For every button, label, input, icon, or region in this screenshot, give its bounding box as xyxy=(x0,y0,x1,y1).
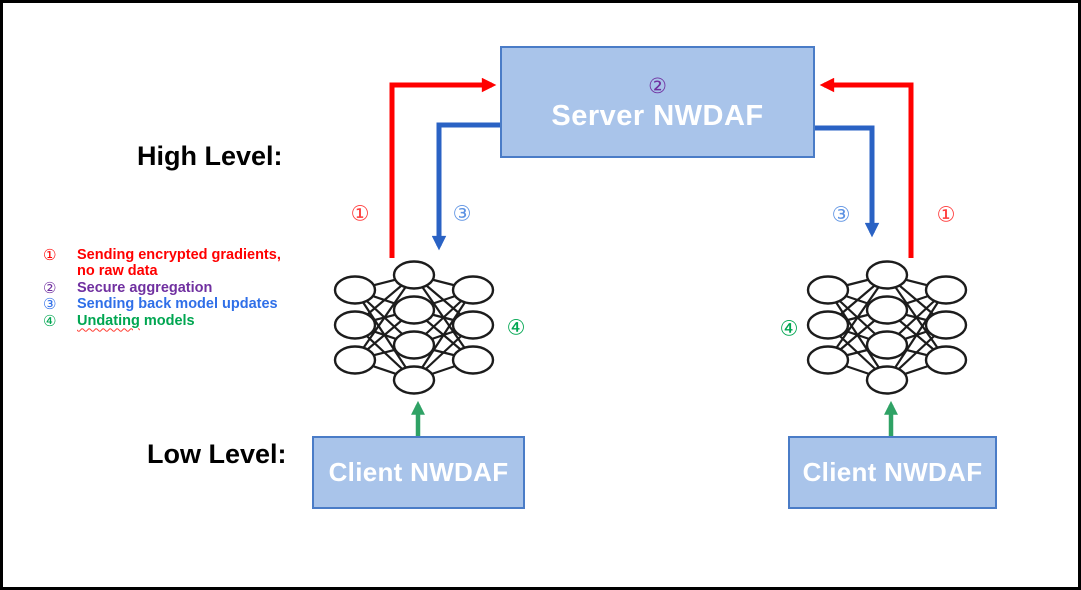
client-nwdaf-label-left: Client NWDAF xyxy=(328,457,509,487)
secure-aggregation-badge: ② xyxy=(648,73,667,98)
step3-label-right: ③ xyxy=(831,202,851,227)
step4-label-left: ④ xyxy=(506,315,526,340)
low-level-label: Low Level: xyxy=(147,439,287,469)
neural-network-left xyxy=(333,260,495,395)
legend-text-4-rest: models xyxy=(143,312,195,329)
arrow-model-updates-left xyxy=(431,122,501,251)
legend-num-2: ② xyxy=(43,278,57,297)
legend-text-1-line2: no raw data xyxy=(77,263,158,279)
connectors-layer xyxy=(333,77,968,436)
step3-label-left: ③ xyxy=(452,201,472,226)
neural-network-right xyxy=(806,260,968,395)
legend-num-3: ③ xyxy=(43,295,57,313)
legend-num-4: ④ xyxy=(43,311,57,330)
server-nwdaf-label: Server NWDAF xyxy=(551,99,764,132)
step1-label-left: ① xyxy=(350,201,370,226)
legend-item-3: ③ Sending back model updates xyxy=(43,296,281,312)
client-nwdaf-box-left: Client NWDAF xyxy=(312,436,525,509)
legend-text-4-word: Undating xyxy=(77,312,140,329)
legend-item-2: ② Secure aggregation xyxy=(43,280,281,296)
legend-text-1-line1: Sending encrypted gradients, xyxy=(77,247,281,263)
legend-text-3: Sending back model updates xyxy=(77,296,278,312)
step4-label-right: ④ xyxy=(779,316,799,341)
arrow-encrypted-gradients-left xyxy=(389,77,497,258)
legend-num-1: ① xyxy=(43,246,57,264)
legend-text-2: Secure aggregation xyxy=(77,279,213,296)
step1-label-right: ① xyxy=(936,202,956,227)
arrow-model-updates-right xyxy=(815,125,880,238)
legend-item-4: ④ Undating models xyxy=(43,313,281,329)
client-nwdaf-label-right: Client NWDAF xyxy=(802,457,983,487)
arrow-encrypted-gradients-right xyxy=(819,77,914,258)
high-level-label: High Level: xyxy=(137,141,283,171)
legend-item-1: ① Sending encrypted gradients, no raw da… xyxy=(43,247,281,279)
legend: ① Sending encrypted gradients, no raw da… xyxy=(43,247,281,329)
server-nwdaf-box: ② Server NWDAF xyxy=(500,46,815,158)
client-nwdaf-box-right: Client NWDAF xyxy=(788,436,997,509)
